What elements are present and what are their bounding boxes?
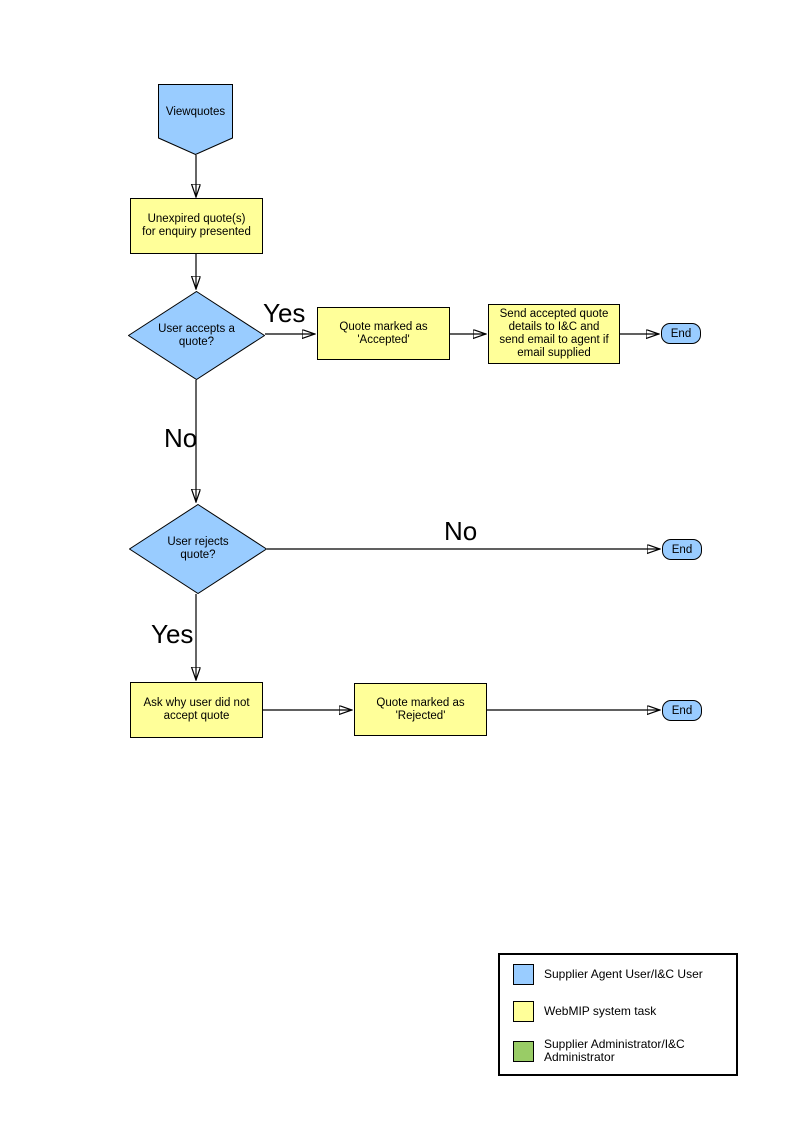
legend-item-supplier-administrator: Supplier Administrator/I&C Administrator <box>513 1038 736 1064</box>
legend-label-user: Supplier Agent User/I&C User <box>544 967 703 981</box>
legend-label-admin: Supplier Administrator/I&C Administrator <box>544 1037 685 1064</box>
edge-label-accept-no: No <box>164 423 198 453</box>
end-node-no-reject: End <box>662 539 702 560</box>
decision-user-rejects-label: User rejects quote? <box>167 536 229 561</box>
edge-label-reject-no: No <box>444 516 478 546</box>
edge-label-reject-yes: Yes <box>151 619 194 649</box>
decision-user-accepts: User accepts a quote? <box>128 291 265 380</box>
decision-user-rejects: User rejects quote? <box>129 504 267 594</box>
end-node-rejected: End <box>662 700 702 721</box>
process-ask-why: Ask why user did not accept quote <box>130 682 263 738</box>
diamond-shape <box>129 504 267 594</box>
process-mark-rejected-label: Quote marked as 'Rejected' <box>376 696 465 722</box>
legend-swatch-user <box>513 964 534 985</box>
process-ask-why-label: Ask why user did not accept quote <box>143 697 250 722</box>
process-present-quotes: Unexpired quote(s) for enquiry presented <box>130 198 263 254</box>
process-present-quotes-label: Unexpired quote(s) for enquiry presented <box>142 213 251 238</box>
end-node-no-reject-label: End <box>671 543 693 556</box>
process-mark-rejected: Quote marked as 'Rejected' <box>354 683 487 736</box>
process-mark-accepted: Quote marked as 'Accepted' <box>317 307 450 360</box>
end-node-accepted-label: End <box>670 327 692 340</box>
legend-item-supplier-agent-user: Supplier Agent User/I&C User <box>513 964 736 985</box>
diamond-shape <box>128 291 265 380</box>
edge-label-accept-yes: Yes <box>263 298 306 328</box>
process-send-details: Send accepted quote details to I&C and s… <box>488 304 620 364</box>
legend-box: Supplier Agent User/I&C User WebMIP syst… <box>498 953 738 1076</box>
process-mark-accepted-label: Quote marked as 'Accepted' <box>339 320 428 346</box>
end-node-rejected-label: End <box>671 704 693 717</box>
decision-user-accepts-label: User accepts a quote? <box>158 322 235 348</box>
legend-swatch-admin <box>513 1040 534 1062</box>
legend-item-webmip-system-task: WebMIP system task <box>513 1001 736 1022</box>
process-send-details-label: Send accepted quote details to I&C and s… <box>499 308 609 359</box>
legend-label-system: WebMIP system task <box>544 1004 657 1018</box>
end-node-accepted: End <box>661 323 701 344</box>
start-node-viewquotes: Viewquotes <box>158 84 233 155</box>
start-node-label: Viewquotes <box>165 106 226 118</box>
pentagon-shape <box>158 84 233 155</box>
legend-swatch-system <box>513 1001 534 1022</box>
